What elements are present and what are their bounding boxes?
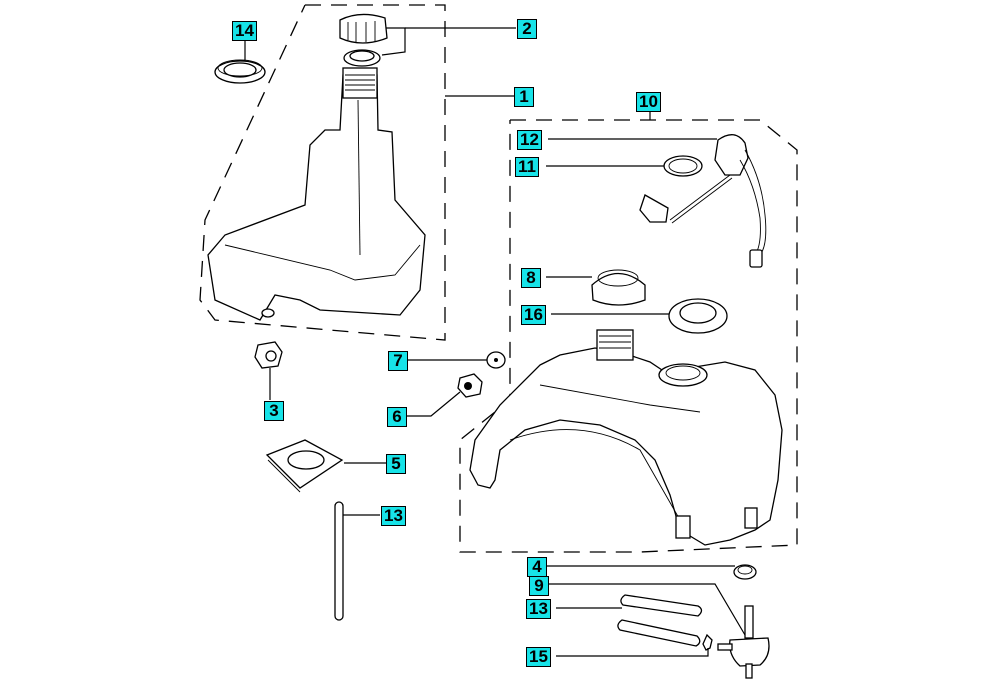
callout-5[interactable]: 5 (386, 454, 406, 474)
callout-1[interactable]: 1 (514, 87, 534, 107)
fuel-cap-part[interactable] (339, 13, 388, 67)
leader-lines (244, 27, 746, 657)
callout-13-pair[interactable]: 13 (526, 599, 551, 619)
lock-ring-part[interactable] (668, 298, 728, 334)
callout-12[interactable]: 12 (517, 130, 542, 150)
callout-9[interactable]: 9 (529, 576, 549, 596)
lower-tank-part[interactable] (469, 329, 783, 546)
callout-7[interactable]: 7 (388, 351, 408, 371)
upper-tank-part[interactable] (207, 67, 426, 321)
filler-cap-part[interactable] (591, 269, 646, 306)
hose-clamp-part[interactable] (733, 564, 757, 580)
rubber-pad-part[interactable] (265, 439, 344, 493)
callout-2[interactable]: 2 (517, 19, 537, 39)
fuel-sender-part[interactable] (639, 134, 767, 268)
callout-15[interactable]: 15 (526, 647, 551, 667)
callout-10[interactable]: 10 (636, 92, 661, 112)
fuel-valve-part[interactable] (717, 605, 770, 679)
hose-clip-part[interactable] (702, 633, 713, 651)
grommet-part[interactable] (214, 59, 266, 84)
sender-gasket-part[interactable] (663, 155, 703, 177)
washer-part[interactable] (486, 351, 506, 369)
flange-nut-part[interactable] (254, 341, 283, 369)
hose-part[interactable] (334, 501, 344, 621)
callout-11[interactable]: 11 (515, 157, 539, 177)
callout-4[interactable]: 4 (527, 557, 547, 577)
callout-14[interactable]: 14 (232, 21, 257, 41)
hose-pair-part[interactable] (617, 594, 703, 647)
callout-16[interactable]: 16 (521, 305, 546, 325)
nut-part[interactable] (457, 373, 483, 398)
assembly-1-outline (199, 4, 446, 341)
callout-13-single[interactable]: 13 (381, 506, 406, 526)
callout-6[interactable]: 6 (387, 407, 407, 427)
callout-8[interactable]: 8 (521, 268, 541, 288)
callout-3[interactable]: 3 (264, 401, 284, 421)
